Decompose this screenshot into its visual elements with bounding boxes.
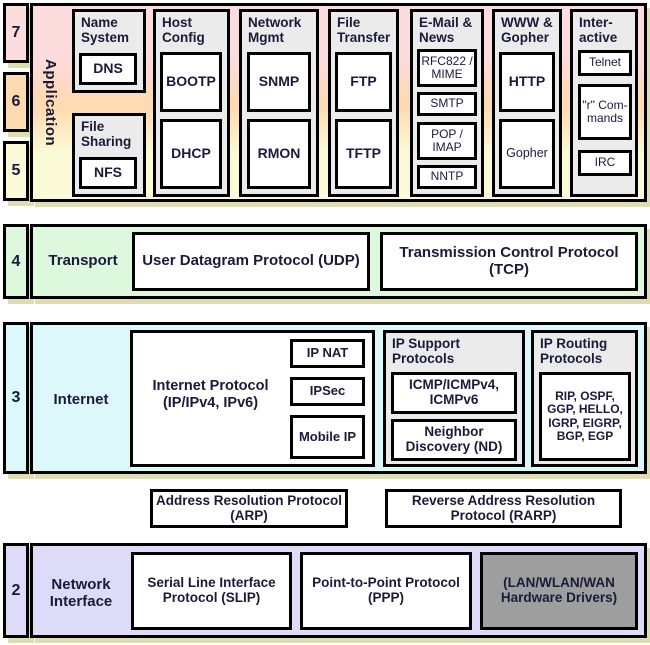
protocol-rmon[interactable]: RMON: [247, 119, 311, 189]
layer-label-application: Application: [42, 58, 59, 147]
protocol-rfc822-mime[interactable]: RFC822 / MIME: [417, 49, 477, 87]
protocol-gopher[interactable]: Gopher: [499, 119, 555, 189]
osi-layer-number: 3: [11, 389, 21, 406]
protocol-internet-protocol[interactable]: Internet Protocol (IP/IPv4, IPv6): [152, 378, 269, 411]
layer-label-transport: Transport: [48, 252, 118, 269]
protocol-pop-imap[interactable]: POP / IMAP: [417, 122, 477, 160]
protocol-arp[interactable]: Address Resolution Protocol (ARP): [150, 489, 348, 528]
osi-layer-number: 2: [11, 581, 21, 599]
group-title: IP Support Protocols: [392, 336, 461, 366]
protocol-ip-nat[interactable]: IP NAT: [290, 339, 365, 368]
protocol-ppp[interactable]: Point-to-Point Protocol (PPP): [300, 552, 472, 630]
osi-layer-number: 5: [11, 162, 21, 179]
group-title: File Sharing: [81, 119, 132, 149]
protocol-telnet[interactable]: Telnet: [578, 50, 632, 76]
group-title: File Transfer: [337, 15, 391, 45]
osi-layer-number: 7: [11, 24, 21, 41]
protocol-http[interactable]: HTTP: [499, 52, 555, 112]
protocol-ftp[interactable]: FTP: [335, 52, 392, 112]
osi-layer-chip-2: 2: [3, 543, 29, 638]
protocol-r-commands[interactable]: "r" Com-mands: [578, 84, 632, 140]
osi-layer-chip-4: 4: [3, 224, 29, 299]
group-title: E-Mail & News: [419, 15, 473, 45]
osi-layer-chip-3: 3: [3, 322, 29, 474]
protocol-tcp[interactable]: Transmission Control Protocol (TCP): [380, 232, 638, 291]
protocol-slip[interactable]: Serial Line Interface Protocol (SLIP): [131, 552, 292, 630]
group-title: Network Mgmt: [248, 15, 302, 45]
group-title: Host Config: [162, 15, 205, 45]
protocol-dhcp[interactable]: DHCP: [160, 119, 222, 189]
osi-layer-number: 6: [11, 93, 21, 110]
protocol-hardware-drivers[interactable]: (LAN/WLAN/WAN Hardware Drivers): [480, 552, 638, 630]
osi-layer-number: 4: [11, 252, 21, 270]
group-title: WWW & Gopher: [501, 15, 553, 45]
protocol-nfs[interactable]: NFS: [79, 157, 137, 189]
protocol-icmp[interactable]: ICMP/ICMPv4, ICMPv6: [391, 372, 517, 414]
osi-layer-chip-5: 5: [3, 141, 29, 201]
osi-layer-chip-6: 6: [3, 72, 29, 132]
protocol-udp[interactable]: User Datagram Protocol (UDP): [132, 232, 370, 291]
protocol-dns[interactable]: DNS: [79, 53, 137, 85]
protocol-tftp[interactable]: TFTP: [335, 119, 392, 189]
layer-label-network-interface: Network Interface: [49, 576, 113, 611]
group-title: Inter-active: [579, 15, 618, 45]
protocol-neighbor-discovery[interactable]: Neighbor Discovery (ND): [391, 419, 517, 461]
protocol-routing-protocol-list[interactable]: RIP, OSPF, GGP, HELLO, IGRP, EIGRP, BGP,…: [539, 372, 631, 461]
layer-label-internet: Internet: [53, 391, 109, 408]
protocol-mobile-ip[interactable]: Mobile IP: [290, 415, 365, 459]
group-title: Name System: [81, 15, 130, 45]
protocol-rarp[interactable]: Reverse Address Resolution Protocol (RAR…: [385, 489, 622, 528]
protocol-nntp[interactable]: NNTP: [417, 165, 477, 189]
protocol-smtp[interactable]: SMTP: [417, 92, 477, 116]
protocol-snmp[interactable]: SNMP: [247, 52, 311, 112]
osi-layer-chip-7: 7: [3, 3, 29, 63]
protocol-irc[interactable]: IRC: [578, 150, 632, 176]
group-title: IP Routing Protocols: [540, 336, 608, 366]
protocol-ipsec[interactable]: IPSec: [290, 377, 365, 406]
protocol-bootp[interactable]: BOOTP: [160, 52, 222, 112]
